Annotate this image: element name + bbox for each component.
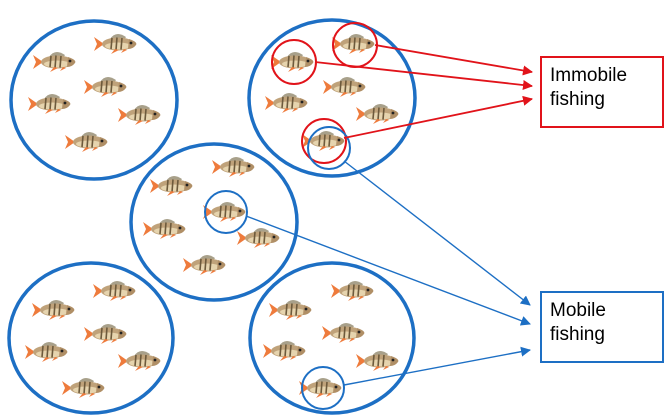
pond-circle-top-right: [247, 18, 417, 178]
pond-circle-bottom-left: [7, 261, 175, 415]
fish-icon: [270, 51, 315, 73]
fish-icon: [92, 280, 137, 302]
fish-icon: [117, 350, 162, 372]
immobile-label-line1: Immobile: [550, 65, 628, 86]
fish-icon: [330, 280, 375, 302]
pond-circle-top-left: [9, 19, 179, 181]
fish-icon: [24, 341, 69, 363]
mobile-arrow: [343, 160, 531, 306]
fish-icon: [32, 51, 77, 73]
immobile-arrow: [343, 95, 533, 139]
fish-icon: [31, 299, 76, 321]
fish-icon: [93, 33, 138, 55]
immobile-fishing-box: Immobile fishing: [540, 56, 664, 128]
fish-icon: [61, 377, 106, 399]
fish-icon: [262, 340, 307, 362]
immobile-arrow: [314, 61, 533, 90]
immobile-fish-highlight: [301, 118, 347, 164]
mobile-fish-highlight: [301, 366, 345, 410]
fish-icon: [355, 350, 400, 372]
fish-icon: [149, 175, 194, 197]
immobile-label-line2: fishing: [550, 89, 605, 110]
mobile-arrow: [245, 215, 531, 326]
fish-icon: [331, 33, 376, 55]
fish-icon: [298, 377, 343, 399]
mobile-fish-highlight: [204, 190, 248, 234]
fish-icon: [117, 104, 162, 126]
fish-icon: [264, 92, 309, 114]
fish-icon: [321, 322, 366, 344]
fish-icon: [322, 76, 367, 98]
fish-icon: [64, 131, 109, 153]
fish-icon: [202, 201, 247, 223]
mobile-fish-highlight: [307, 126, 351, 170]
fish-icon: [182, 254, 227, 276]
fish-icon: [83, 76, 128, 98]
mobile-label-line1: Mobile: [550, 300, 606, 321]
mobile-label-line2: fishing: [550, 324, 605, 345]
immobile-arrow: [374, 44, 533, 76]
pond-circle-bottom-right: [248, 261, 416, 415]
fish-icon: [268, 299, 313, 321]
fish-icon: [83, 323, 128, 345]
fish-icon: [236, 227, 281, 249]
fish-icon: [211, 156, 256, 178]
mobile-arrow: [343, 346, 531, 386]
mobile-fishing-box: Mobile fishing: [540, 291, 664, 363]
fish-icon: [142, 218, 187, 240]
fish-icon: [355, 103, 400, 125]
fish-icon: [27, 93, 72, 115]
pond-circle-middle: [129, 142, 299, 302]
